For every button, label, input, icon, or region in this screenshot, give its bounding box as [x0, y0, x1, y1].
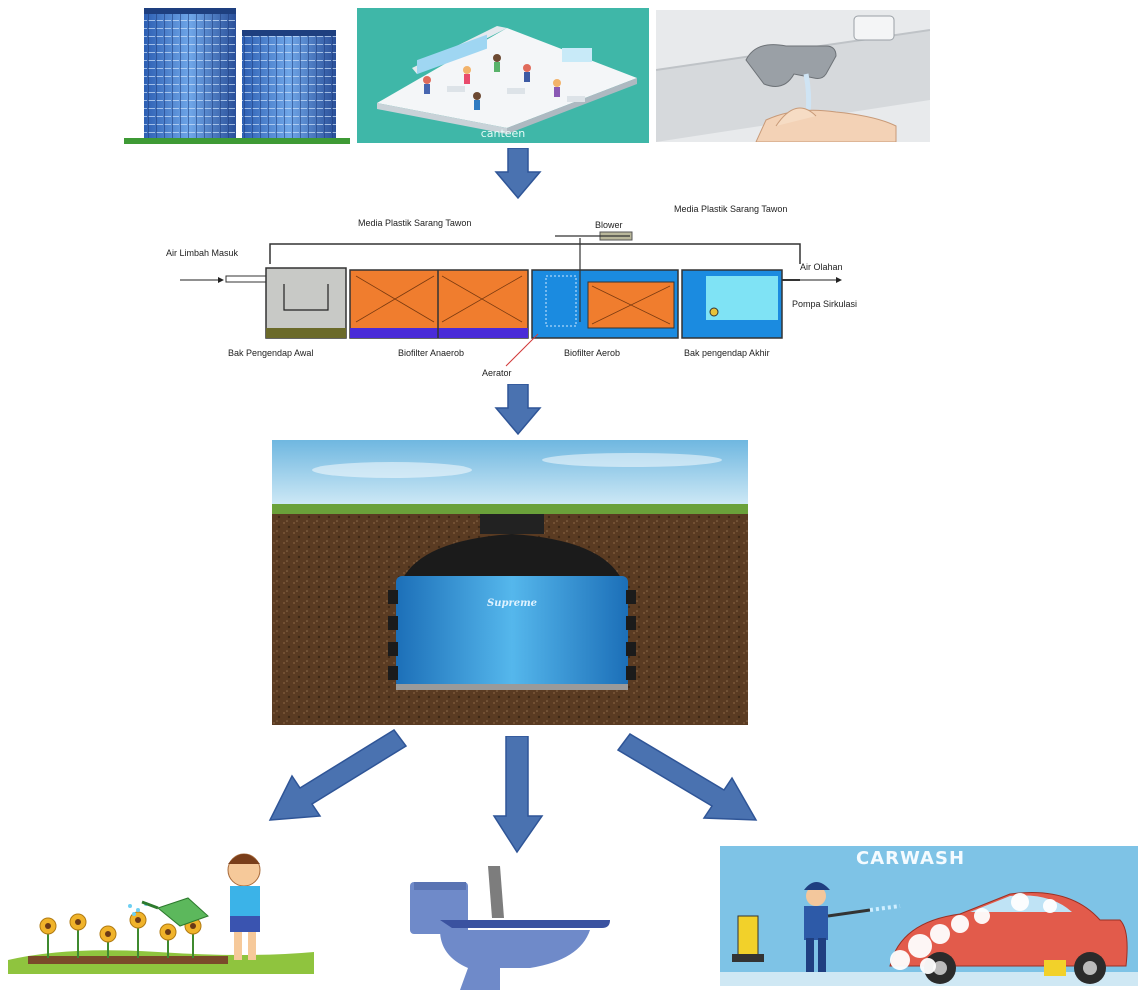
down-arrow-icon — [494, 148, 542, 200]
blower-label: Blower — [595, 220, 623, 230]
media-label-2: Media Plastik Sarang Tawon — [674, 204, 787, 214]
office-buildings-icon — [124, 8, 350, 144]
faucet-handwash-icon — [656, 15, 930, 142]
down-arrow-2 — [494, 384, 542, 436]
media-label-1: Media Plastik Sarang Tawon — [358, 218, 471, 228]
outlet-label: Air Olahan — [800, 262, 843, 272]
garden-watering-image — [8, 848, 314, 974]
stage-2-label: Biofilter Anaerob — [398, 348, 464, 358]
arrow-to-garden — [268, 729, 408, 821]
toilet-image — [410, 862, 616, 990]
stage-1-label: Bak Pengendap Awal — [228, 348, 313, 358]
pump-label: Pompa Sirkulasi — [792, 299, 857, 309]
office-buildings-image — [124, 4, 350, 144]
handwash-image — [656, 10, 930, 142]
stage-3-label: Biofilter Aerob — [564, 348, 620, 358]
canteen-label: canteen — [480, 127, 526, 140]
treatment-process-diagram: Air Limbah Masuk Media Plastik Sarang Ta… — [160, 204, 900, 384]
toilet-icon — [410, 866, 610, 990]
canteen-icon — [377, 26, 637, 134]
carwash-icon — [720, 882, 1138, 986]
carwash-image: CARWASH — [720, 846, 1138, 986]
tank-brand: Supreme — [487, 598, 537, 609]
carwash-title: CARWASH — [856, 848, 966, 869]
down-arrow-1 — [494, 148, 542, 200]
inlet-label: Air Limbah Masuk — [166, 248, 239, 258]
arrow-to-carwash — [616, 733, 758, 821]
canteen-image: canteen — [357, 8, 649, 143]
garden-watering-icon — [8, 853, 314, 974]
aerator-label: Aerator — [482, 368, 512, 378]
stage-4-label: Bak pengendap Akhir — [684, 348, 770, 358]
arrow-to-toilet — [492, 736, 544, 854]
down-arrow-icon — [494, 384, 542, 436]
underground-storage-tank-image: Supreme — [272, 440, 748, 725]
